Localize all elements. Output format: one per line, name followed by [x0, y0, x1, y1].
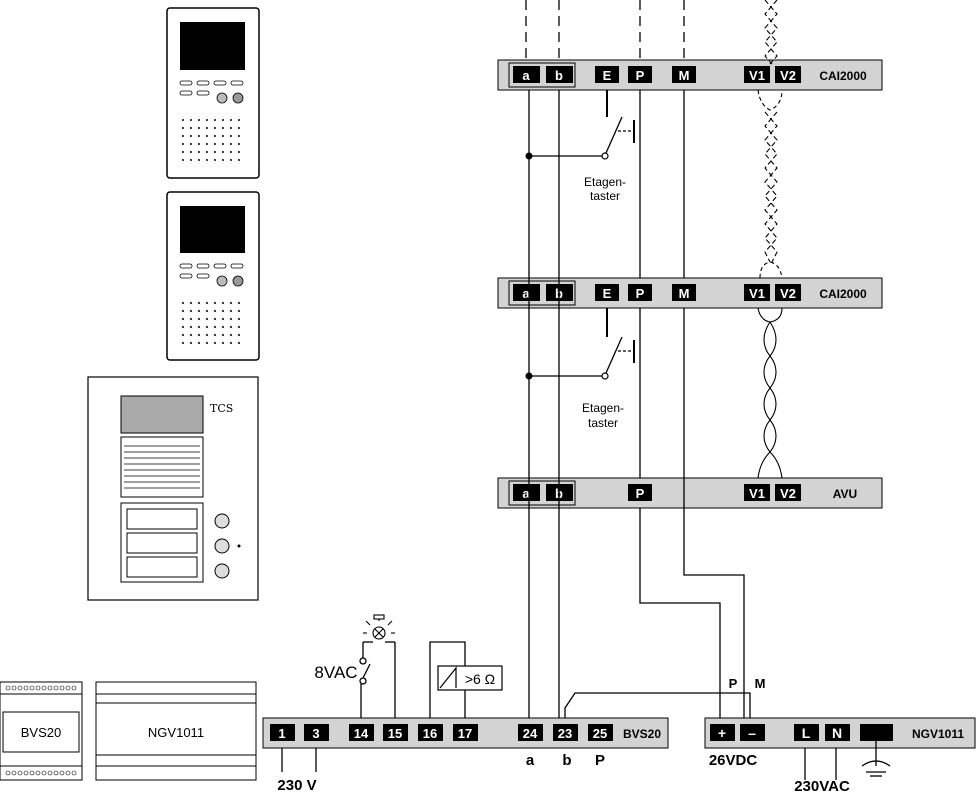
tcs-logo: TCS — [210, 402, 233, 415]
cai2000-mid-bar: a b E P M V1 V2 CAI2000 — [497, 277, 883, 309]
bvs-p-label: P — [595, 752, 605, 769]
indoor-station-icon — [166, 191, 260, 361]
terminal-b: b — [555, 68, 563, 83]
terminal-n: N — [832, 725, 842, 741]
dc26-label: 26VDC — [709, 752, 758, 769]
etagentaster-label-line1: Etagen- — [582, 401, 624, 415]
terminal-v2: V2 — [780, 68, 796, 83]
ngv1011-module-label: NGV1011 — [148, 725, 204, 740]
lamp-icon — [363, 614, 395, 640]
terminal-a: a — [522, 286, 530, 301]
bvs20-module-icon: BVS20 — [0, 681, 83, 781]
terminal-plus: + — [718, 725, 726, 741]
etagentaster-label-line1: Etagen- — [584, 175, 626, 189]
device-name: CAI2000 — [819, 69, 867, 83]
terminal-v1: V1 — [749, 486, 765, 501]
terminal-l: L — [802, 725, 811, 741]
resistance-indicator: >6 Ω — [437, 665, 503, 691]
terminal-v1: V1 — [749, 68, 765, 83]
avu-bar: a b P V1 V2 AVU — [497, 477, 883, 509]
v230-label: 230 V — [277, 777, 316, 794]
door-panel-icon: TCS — [87, 376, 259, 601]
etagentaster-label-line2: taster — [590, 189, 620, 203]
bvs-a-label: a — [526, 752, 535, 769]
bvs-b-label: b — [562, 752, 571, 769]
video-twisted-pair — [757, 0, 783, 479]
device-name: CAI2000 — [819, 287, 867, 301]
bvs20-module-label: BVS20 — [21, 725, 61, 740]
ngv1011-bar: + – L N NGV1011 — [704, 717, 976, 749]
terminal-v1: V1 — [749, 286, 765, 301]
device-name: NGV1011 — [912, 727, 964, 741]
wires — [281, 0, 891, 780]
terminal-a: a — [522, 486, 530, 501]
terminal-v2: V2 — [780, 286, 796, 301]
terminal-p: P — [636, 68, 645, 83]
terminal-p: P — [636, 486, 645, 501]
etagentaster-label-line2: taster — [588, 416, 618, 430]
device-name: BVS20 — [623, 727, 661, 741]
terminal-m: M — [679, 68, 690, 83]
cai2000-top-bar: a b E P M V1 V2 CAI2000 — [497, 59, 883, 91]
terminal-23: 23 — [558, 726, 572, 741]
terminal-minus: – — [748, 725, 756, 741]
terminal-a: a — [522, 68, 530, 83]
terminal-e: E — [603, 286, 612, 301]
etagentaster-switch-top — [525, 90, 635, 160]
vac8-label: 8VAC — [314, 663, 357, 682]
etagentaster-switch-mid — [525, 308, 635, 380]
device-name: AVU — [833, 487, 857, 501]
terminal-16: 16 — [423, 726, 437, 741]
terminal-p: P — [636, 286, 645, 301]
terminal-1: 1 — [278, 726, 285, 741]
terminal-15: 15 — [388, 726, 402, 741]
indoor-station-icon — [166, 7, 260, 179]
terminal-m: M — [679, 286, 690, 301]
terminal-25: 25 — [593, 726, 607, 741]
resistance-label: >6 Ω — [465, 671, 495, 687]
ngv1011-module-icon: NGV1011 — [95, 681, 257, 781]
terminal-v2: V2 — [780, 486, 796, 501]
terminal-3: 3 — [312, 726, 319, 741]
terminal-e: E — [603, 68, 612, 83]
terminal-17: 17 — [458, 726, 472, 741]
terminal-14: 14 — [354, 726, 369, 741]
ngv-p-label: P — [729, 676, 738, 691]
vac230-label: 230VAC — [794, 778, 850, 795]
ngv-m-label: M — [755, 676, 766, 691]
terminal-24: 24 — [523, 726, 538, 741]
bvs20-bar: 1 3 14 15 16 17 24 23 25 BVS20 — [262, 717, 669, 749]
